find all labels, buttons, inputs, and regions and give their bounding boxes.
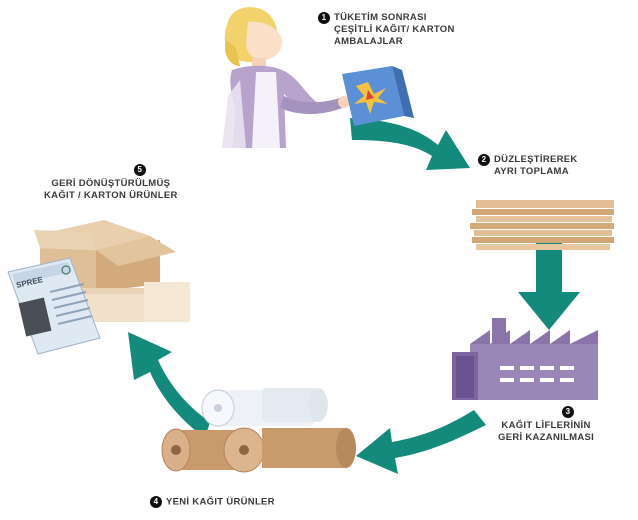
step-2-line-2: AYRI TOPLAMA	[494, 166, 578, 178]
step-1-number: 1	[318, 12, 330, 24]
step-3-number: 3	[562, 406, 574, 418]
step-2-label: 2 DÜZLEŞTİREREK AYRI TOPLAMA	[478, 154, 578, 178]
paper-rolls-illustration	[162, 388, 356, 472]
step-2-number: 2	[478, 154, 490, 166]
step-2-line-1: DÜZLEŞTİREREK	[494, 154, 578, 166]
step-5-number: 5	[134, 164, 146, 176]
step-1-label: 1 TÜKETİM SONRASI ÇEŞİTLİ KAĞIT/ KARTON …	[318, 12, 455, 48]
step-5-line-1: GERİ DÖNÜŞTÜRÜLMÜŞ	[44, 178, 178, 190]
step-5-line-2: KAĞIT / KARTON ÜRÜNLER	[44, 190, 178, 202]
step-3-line-1: KAĞIT LİFLERİNİN	[498, 420, 594, 432]
step-4-number: 4	[150, 496, 162, 508]
step-4-label: 4 YENİ KAĞIT ÜRÜNLER	[150, 496, 275, 509]
package-icon	[342, 66, 414, 126]
step-1-line-3: AMBALAJLAR	[334, 36, 455, 48]
step-4-line-1: YENİ KAĞIT ÜRÜNLER	[166, 497, 275, 508]
arrow-3-to-4	[356, 410, 486, 474]
arrow-1-to-2	[350, 118, 470, 170]
step-3-line-2: GERİ KAZANILMASI	[498, 432, 594, 444]
recycling-factory-illustration	[452, 318, 598, 400]
step-3-label: 3 KAĞIT LİFLERİNİN GERİ KAZANILMASI	[498, 406, 594, 444]
arrow-4-to-5	[128, 332, 210, 438]
recycled-boxes-and-newspaper-illustration	[8, 220, 190, 354]
step-5-label: 5 GERİ DÖNÜŞTÜRÜLMÜŞ KAĞIT / KARTON ÜRÜN…	[44, 164, 178, 202]
arrow-2-to-3	[518, 240, 580, 330]
step-1-line-2: ÇEŞİTLİ KAĞIT/ KARTON	[334, 24, 455, 36]
step-1-line-1: TÜKETİM SONRASI	[334, 12, 455, 24]
flattened-cardboard-stack	[470, 200, 614, 250]
